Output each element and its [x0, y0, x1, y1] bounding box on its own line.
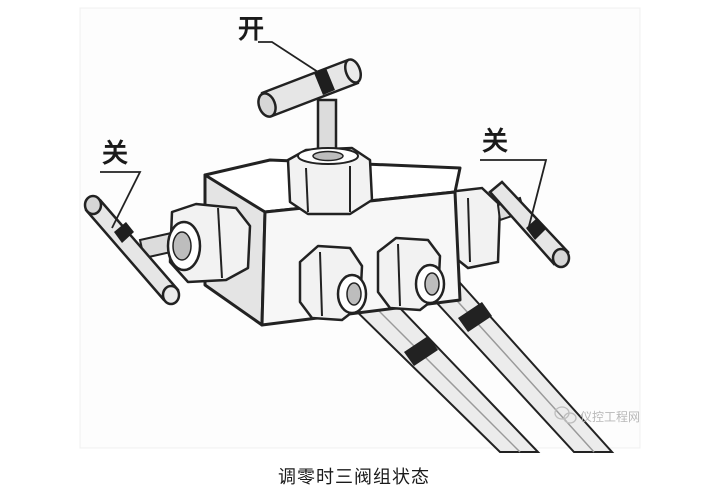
open-leader-line	[258, 41, 319, 73]
label-close-right: 关	[482, 127, 508, 157]
watermark-text: 仪控工程网	[580, 409, 640, 424]
three-valve-manifold-diagram: 开 关 关 仪控工程网	[79, 7, 641, 453]
left-valve-handle	[83, 194, 181, 306]
watermark: 仪控工程网	[554, 406, 640, 424]
left-output-fitting	[298, 244, 368, 322]
figure-caption: 调零时三阀组状态	[278, 467, 430, 488]
label-close-left: 关	[102, 139, 128, 169]
top-valve-handle	[257, 58, 363, 118]
right-close-leader-line	[480, 159, 548, 231]
right-output-fitting	[376, 236, 446, 312]
left-close-leader-line	[100, 171, 142, 229]
top-valve-assembly	[286, 98, 374, 216]
left-valve-assembly	[138, 202, 252, 284]
label-open: 开	[238, 15, 264, 45]
wechat-icon	[554, 406, 577, 424]
